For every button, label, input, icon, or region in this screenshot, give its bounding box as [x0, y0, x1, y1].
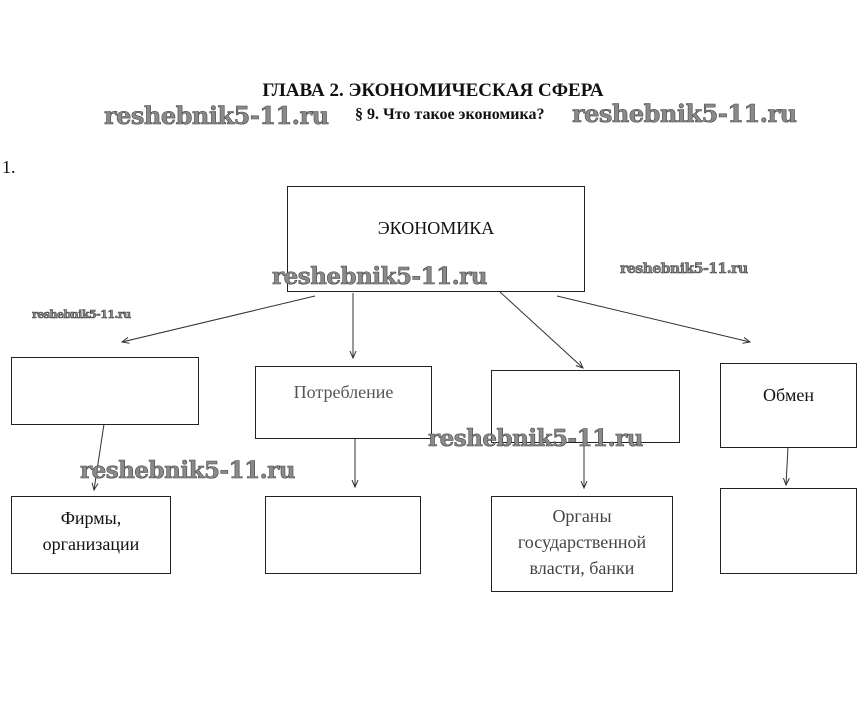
- watermark: reshebnik5-11.ru: [428, 425, 644, 453]
- root-box-economy: ЭКОНОМИКА: [287, 186, 585, 292]
- watermark: reshebnik5-11.ru: [272, 263, 488, 291]
- arrow: [122, 295, 316, 342]
- chapter-title: ГЛАВА 2. ЭКОНОМИЧЕСКАЯ СФЕРА: [262, 80, 604, 101]
- level2-box-2: [265, 496, 421, 574]
- arrow: [499, 291, 583, 368]
- level1-box-3: [491, 370, 680, 443]
- arrow: [556, 295, 750, 342]
- level1-label: Обмен: [763, 385, 814, 405]
- section-title: § 9. Что такое экономика?: [355, 106, 545, 123]
- watermark: reshebnik5-11.ru: [32, 308, 132, 322]
- watermark: reshebnik5-11.ru: [80, 457, 296, 485]
- level2-box-firms: Фирмы, организации: [11, 496, 171, 574]
- level2-box-4: [720, 488, 857, 574]
- level1-box-consumption: Потребление: [255, 366, 432, 439]
- level1-label: Потребление: [293, 382, 394, 402]
- root-label: ЭКОНОМИКА: [377, 218, 495, 238]
- level1-box-1: [11, 357, 199, 425]
- level2-label: Фирмы, организации: [42, 508, 140, 554]
- level2-label: Органы государственной власти, банки: [517, 506, 647, 578]
- arrow: [786, 446, 788, 485]
- task-number: 1.: [2, 157, 16, 177]
- level1-box-exchange: Обмен: [720, 363, 857, 448]
- watermark: reshebnik5-11.ru: [104, 101, 330, 131]
- watermark: reshebnik5-11.ru: [620, 261, 749, 278]
- watermark: reshebnik5-11.ru: [572, 99, 798, 129]
- arrow: [94, 423, 105, 490]
- level2-box-government: Органы государственной власти, банки: [491, 496, 673, 592]
